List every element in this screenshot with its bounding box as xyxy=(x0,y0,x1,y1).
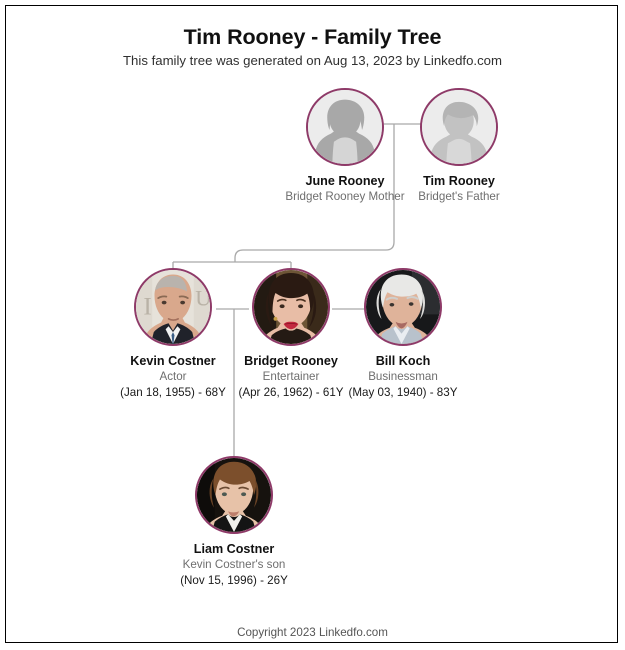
photo-liam-costner xyxy=(197,458,271,532)
placeholder-female-avatar-icon xyxy=(308,90,382,164)
photo-bill-koch xyxy=(366,270,440,344)
placeholder-male-avatar-icon xyxy=(422,90,496,164)
person-name: June Rooney xyxy=(305,174,385,188)
person-dates: (Apr 26, 1962) - 61Y xyxy=(238,386,344,399)
person-name: Bridget Rooney xyxy=(244,354,338,368)
avatar-bridget-rooney[interactable] xyxy=(252,268,330,346)
person-role: Bridget Rooney Mother xyxy=(285,190,405,203)
person-role: Actor xyxy=(159,370,187,383)
person-dates: (Jan 18, 1955) - 68Y xyxy=(120,386,226,399)
avatar-liam-costner[interactable] xyxy=(195,456,273,534)
person-dates: (May 03, 1940) - 83Y xyxy=(348,386,458,399)
page-title: Tim Rooney - Family Tree xyxy=(183,25,442,49)
person-role: Bridget's Father xyxy=(418,190,500,203)
family-tree-page: Tim Rooney - Family Tree This family tre… xyxy=(5,5,618,643)
photo-kevin-costner: I U xyxy=(136,270,210,344)
photo-bridget-rooney xyxy=(254,270,328,344)
person-name: Kevin Costner xyxy=(130,354,216,368)
avatar-june-rooney[interactable] xyxy=(306,88,384,166)
person-role: Kevin Costner's son xyxy=(182,558,286,571)
person-name: Tim Rooney xyxy=(423,174,495,188)
person-role: Businessman xyxy=(368,370,438,383)
person-node-bill-koch[interactable]: Bill Koch Businessman (May 03, 1940) - 8… xyxy=(328,268,478,401)
footer-copyright: Copyright 2023 Linkedfo.com xyxy=(237,626,388,639)
page-subtitle: This family tree was generated on Aug 13… xyxy=(123,53,502,68)
avatar-kevin-costner[interactable]: I U xyxy=(134,268,212,346)
person-node-june-rooney[interactable]: June Rooney Bridget Rooney Mother xyxy=(270,88,420,205)
tree-canvas: Tim Rooney - Family Tree This family tre… xyxy=(6,6,617,642)
svg-text:I: I xyxy=(143,293,151,320)
person-node-tim-rooney[interactable]: Tim Rooney Bridget's Father xyxy=(384,88,534,205)
avatar-tim-rooney[interactable] xyxy=(420,88,498,166)
person-node-kevin-costner[interactable]: I U Kevin Costner Actor (J xyxy=(98,268,248,401)
svg-text:U: U xyxy=(195,286,210,311)
person-node-bridget-rooney[interactable]: Bridget Rooney Entertainer (Apr 26, 1962… xyxy=(216,268,366,401)
person-role: Entertainer xyxy=(262,370,320,383)
person-name: Liam Costner xyxy=(193,542,275,556)
person-dates: (Nov 15, 1996) - 26Y xyxy=(180,574,288,587)
avatar-bill-koch[interactable] xyxy=(364,268,442,346)
person-name: Bill Koch xyxy=(375,354,431,368)
person-node-liam-costner[interactable]: Liam Costner Kevin Costner's son (Nov 15… xyxy=(159,456,309,589)
